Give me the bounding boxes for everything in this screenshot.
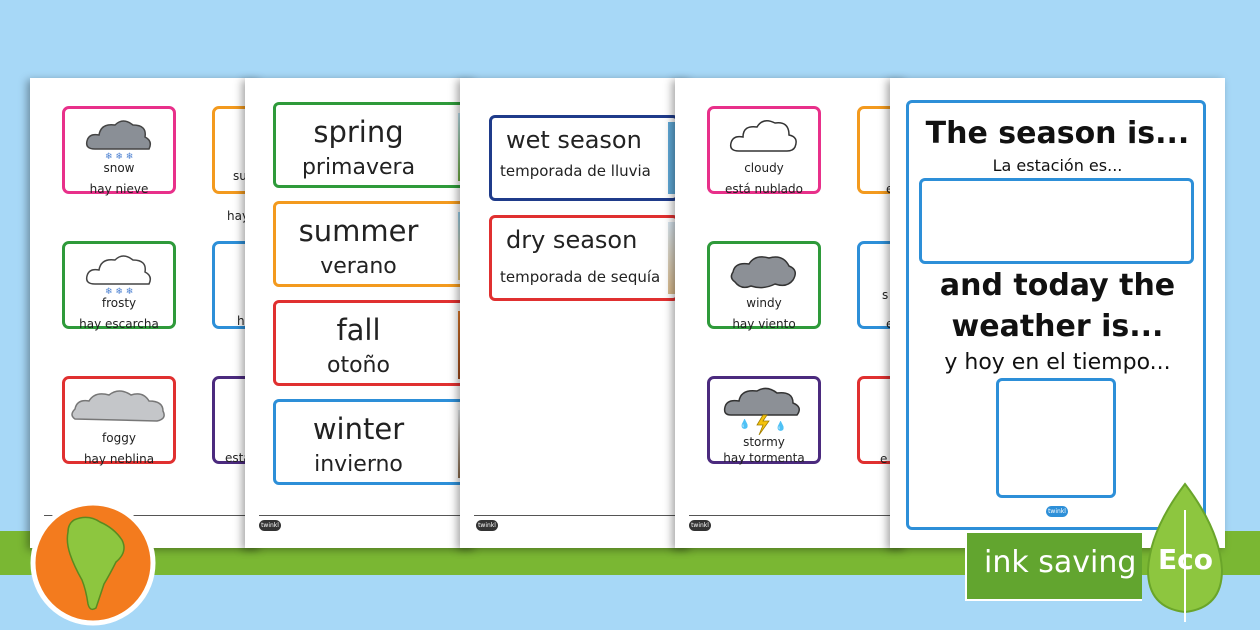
season-card-spring: spring primavera <box>273 102 473 188</box>
frost-cloud-icon: ❄ ❄ ❄ <box>85 255 152 296</box>
cloud-icon <box>729 120 797 152</box>
worksheet-seasons: spring primavera summer verano fall otoñ… <box>245 78 477 548</box>
season-card-dry: dry season temporada de sequía <box>489 215 679 301</box>
weather-card-windy: windy hay viento <box>707 241 821 331</box>
weather-answer-box <box>996 378 1116 498</box>
weather-card-stormy: 💧 💧 stormy hay tormenta <box>707 376 821 465</box>
eco-leaf-icon <box>1146 482 1224 622</box>
ink-saving-label: ink saving <box>984 545 1137 580</box>
weather-heading-line1: and today the <box>939 268 1176 303</box>
twinkl-logo: twinkl <box>476 520 498 531</box>
season-name-en: summer <box>298 214 419 248</box>
season-name-en: fall <box>336 313 381 347</box>
card-label-es: e <box>886 317 907 331</box>
season-name-es: temporada de lluvia <box>500 162 651 180</box>
season-card-wet: wet season temporada de lluvia <box>489 115 679 201</box>
eco-badge-label: Eco <box>1158 543 1213 576</box>
season-name-en: spring <box>313 115 404 149</box>
card-label-es: e <box>886 182 907 196</box>
wind-cloud-icon <box>730 256 796 289</box>
worksheet-season-today: The season is... La estación es... and t… <box>890 78 1225 548</box>
season-name-es: invierno <box>314 452 403 477</box>
snow-cloud-icon: ❄ ❄ ❄ <box>85 120 152 161</box>
season-name-es: temporada de sequía <box>500 268 661 286</box>
worksheet-weather-1: ❄ ❄ ❄ snow hay nieve ❄ ❄ ❄ frosty hay es… <box>30 78 262 548</box>
page-border <box>906 100 1206 530</box>
footer-divider <box>259 515 463 516</box>
weather-card-cloudy: cloudy está nublado <box>707 106 821 196</box>
footer-divider <box>474 515 678 516</box>
season-card-winter: winter invierno <box>273 399 473 485</box>
season-name-es: otoño <box>327 353 390 378</box>
card-label-en: snow <box>103 161 135 175</box>
card-label-es: h <box>237 314 245 328</box>
svg-text:❄ ❄ ❄: ❄ ❄ ❄ <box>105 152 133 161</box>
svg-text:💧: 💧 <box>775 420 786 432</box>
svg-text:💧: 💧 <box>739 418 750 430</box>
card-label-en: stormy <box>743 435 785 449</box>
weather-card-frosty: ❄ ❄ ❄ frosty hay escarcha <box>62 241 176 331</box>
card-label-en: windy <box>746 296 782 310</box>
worksheet-weather-2: cloudy está nublado windy hay viento 💧 💧… <box>675 78 907 548</box>
twinkl-logo: twinkl <box>1046 506 1068 517</box>
twinkl-logo: twinkl <box>689 520 711 531</box>
card-label-es: hay tormenta <box>723 451 805 465</box>
ink-saving-tag <box>965 531 1142 601</box>
card-label-es: está <box>225 451 251 465</box>
worksheet-wet-dry-seasons: wet season temporada de lluvia dry seaso… <box>460 78 692 548</box>
season-name-es: primavera <box>301 155 416 180</box>
card-label-en: su <box>233 169 247 183</box>
season-answer-box <box>919 178 1194 264</box>
card-label-en: s <box>882 288 889 302</box>
twinkl-logo: twinkl <box>259 520 281 531</box>
card-label-es: está nublado <box>725 182 803 196</box>
card-label-es: hay nieve <box>89 182 149 196</box>
card-label-es: e <box>880 452 888 466</box>
season-name-es: verano <box>320 254 397 279</box>
card-label-en: frosty <box>101 296 137 310</box>
svg-text:❄ ❄ ❄: ❄ ❄ ❄ <box>105 287 133 296</box>
storm-cloud-icon: 💧 💧 <box>723 387 800 435</box>
card-label-es: hay <box>227 209 250 223</box>
footer-divider <box>689 515 893 516</box>
season-name-en: winter <box>312 412 405 446</box>
season-card-summer: summer verano <box>273 201 473 287</box>
card-label-es: hay escarcha <box>79 317 159 331</box>
fog-cloud-icon <box>71 390 165 422</box>
season-card-fall: fall otoño <box>273 300 473 386</box>
season-name-en: dry season <box>506 226 638 254</box>
page-subtitle: La estación es... <box>992 156 1123 175</box>
season-name-en: wet season <box>506 126 642 154</box>
weather-card-snow: ❄ ❄ ❄ snow hay nieve <box>62 106 176 196</box>
weather-heading-line2: weather is... <box>951 309 1164 344</box>
dry-season-picture <box>668 222 676 294</box>
wet-season-picture <box>668 122 676 194</box>
footer-divider <box>44 515 248 516</box>
page-title: The season is... <box>925 116 1190 151</box>
weather-subheading: y hoy en el tiempo... <box>944 350 1171 375</box>
weather-card-foggy: foggy hay neblina <box>62 376 176 466</box>
card-label-en: foggy <box>102 431 136 445</box>
card-label-es: hay neblina <box>83 452 155 466</box>
card-label-en: cloudy <box>744 161 784 175</box>
card-label-es: hay viento <box>732 317 796 331</box>
south-america-badge-icon <box>30 500 156 626</box>
